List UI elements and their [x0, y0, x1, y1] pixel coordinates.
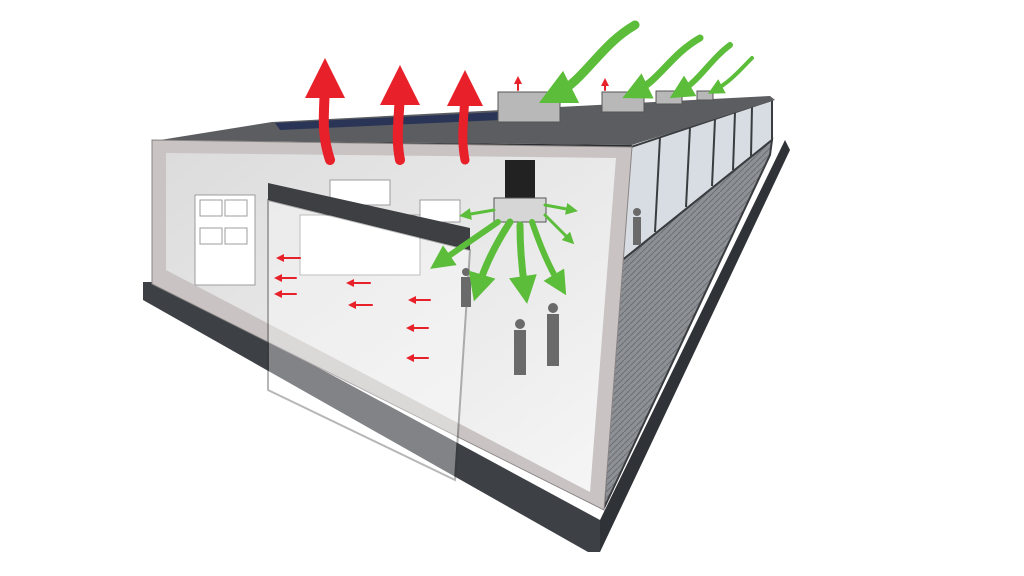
side-wall: [603, 98, 774, 509]
worker: [514, 319, 526, 375]
workers: [461, 208, 641, 375]
exhaust-arrow: [304, 58, 345, 165]
worker: [633, 208, 641, 245]
exhaust-arrows: [274, 58, 609, 362]
fresh-air-arrow: [669, 42, 733, 99]
base-slab: [143, 140, 790, 552]
glass-mullions: [654, 106, 753, 233]
cooling-unit: [601, 91, 645, 113]
air-diffuser: [493, 160, 547, 223]
fresh-air-arrow: [622, 34, 704, 99]
diffuser-arrows: [430, 203, 578, 304]
curtain-arrows: [274, 254, 431, 362]
air-curtain: [267, 183, 472, 482]
exhaust-arrow: [379, 65, 420, 165]
cooling-unit: [497, 91, 561, 123]
worker: [547, 303, 559, 366]
worker: [461, 268, 471, 307]
fresh-air-arrows: [430, 20, 754, 304]
interior-racks: [194, 179, 461, 286]
exhaust-arrow: [446, 70, 483, 165]
cooling-unit: [696, 90, 714, 101]
fresh-air-arrow: [707, 56, 754, 94]
fresh-air-arrow: [538, 20, 640, 104]
